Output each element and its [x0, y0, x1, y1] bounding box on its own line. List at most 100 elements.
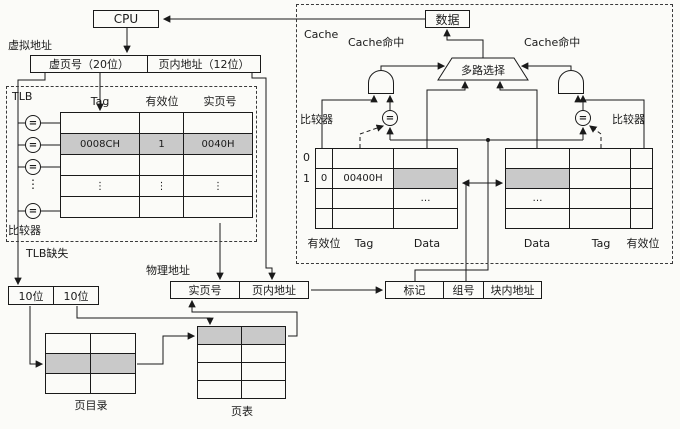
- cell: [60, 196, 140, 218]
- tlb-header-valid: 有效位: [145, 95, 179, 108]
- cell-selected: [241, 326, 286, 345]
- cell: [45, 373, 91, 394]
- cache-data-selected: [505, 168, 570, 189]
- cell: [332, 148, 394, 169]
- cell: [569, 168, 631, 189]
- tlb-miss-label: TLB缺失: [26, 247, 69, 260]
- tlb-comparator-ellipsis: ⋮: [27, 177, 39, 191]
- cell: [569, 208, 631, 229]
- cell: [505, 148, 570, 169]
- cell-ellipsis: …: [393, 188, 458, 209]
- cell-ellipsis: …: [505, 188, 570, 209]
- cache-hit-left-label: Cache命中: [348, 36, 405, 49]
- page-offset-field: 页内地址（12位）: [147, 55, 261, 73]
- mux-label: 多路选择: [461, 64, 505, 77]
- tlb-equal-comparator-2: =: [25, 137, 41, 153]
- tlb-entry-rpn: 0040H: [183, 133, 253, 155]
- cell: [197, 380, 242, 399]
- tlb-equal-comparator-4: =: [25, 203, 41, 219]
- cache-data-selected: [393, 168, 458, 189]
- vpn-field: 虚页号（20位）: [30, 55, 148, 73]
- cell: [332, 188, 394, 209]
- cell: [139, 112, 184, 134]
- cell-ellipsis: ⋮: [139, 175, 184, 197]
- cpu-box: CPU: [93, 10, 159, 28]
- tlb-label: TLB: [12, 90, 33, 103]
- tag-field: 标记: [385, 281, 444, 299]
- cache-tag-value: 00400H: [332, 168, 394, 189]
- page-directory-label: 页目录: [74, 399, 108, 412]
- tlb-entry-valid: 1: [139, 133, 184, 155]
- set-field: 组号: [443, 281, 484, 299]
- physical-address-box: 实页号 页内地址: [170, 281, 309, 299]
- rpn-field: 实页号: [170, 281, 240, 299]
- cache-equal-comparator-right: =: [575, 110, 591, 126]
- phys-offset-field: 页内地址: [239, 281, 309, 299]
- and-gate-left: [368, 70, 394, 94]
- tlb-entry-tag: 0008CH: [60, 133, 140, 155]
- cell: [183, 196, 253, 218]
- cell: [332, 208, 394, 229]
- cell: [630, 188, 653, 209]
- cell-selected: [45, 353, 91, 374]
- cell: [197, 362, 242, 381]
- tlb-equal-comparator-3: =: [25, 159, 41, 175]
- cell: [505, 208, 570, 229]
- cache-address-box: 标记 组号 块内地址: [385, 281, 542, 299]
- tlb-header-tag: Tag: [90, 95, 110, 108]
- page-directory-table: [45, 333, 136, 394]
- cell: [315, 188, 333, 209]
- and-gate-right: [558, 70, 584, 94]
- cache-left-col-valid-label: 有效位: [307, 237, 341, 250]
- mux-shape: [437, 57, 529, 81]
- cell-selected: [197, 326, 242, 345]
- cell: [60, 112, 140, 134]
- cache-equal-comparator-left: =: [382, 110, 398, 126]
- cache-comparator-right-label: 比较器: [612, 113, 645, 126]
- cache-hit-right-label: Cache命中: [524, 36, 581, 49]
- cache-right-col-tag-label: Tag: [591, 237, 611, 250]
- cell: [241, 362, 286, 381]
- cell: [183, 154, 253, 176]
- cell: [90, 333, 136, 354]
- cell: [630, 148, 653, 169]
- cell: [139, 154, 184, 176]
- bits-high-field: 10位: [8, 286, 54, 305]
- cache-right-col-valid-label: 有效位: [626, 237, 660, 250]
- page-table-label: 页表: [231, 405, 253, 418]
- cache-row-label-1: 1: [303, 172, 310, 185]
- cache-boundary-box: [296, 4, 673, 264]
- tlb-equal-comparator-1: =: [25, 115, 41, 131]
- cell-ellipsis: ⋮: [183, 175, 253, 197]
- cell: [630, 168, 653, 189]
- data-box: 数据: [425, 10, 470, 28]
- cell: [45, 333, 91, 354]
- physical-address-label: 物理地址: [146, 264, 190, 277]
- tlb-comparator-label: 比较器: [8, 224, 41, 237]
- virtual-address-label: 虚拟地址: [8, 39, 52, 52]
- cache-right-table: …: [505, 148, 653, 229]
- cache-left-col-tag-label: Tag: [354, 237, 374, 250]
- cell: [241, 344, 286, 363]
- cell: [90, 373, 136, 394]
- cache-row-label-0: 0: [303, 151, 310, 164]
- cell-selected: [90, 353, 136, 374]
- block-offset-field: 块内地址: [483, 281, 542, 299]
- cell: [393, 148, 458, 169]
- cache-valid-value: 0: [315, 168, 333, 189]
- cell: [630, 208, 653, 229]
- cell: [60, 154, 140, 176]
- vpn-split-box: 10位 10位: [8, 286, 99, 305]
- cache-label: Cache: [304, 28, 339, 41]
- cell: [569, 188, 631, 209]
- cache-comparator-left-label: 比较器: [300, 113, 333, 126]
- cell: [241, 380, 286, 399]
- cell: [197, 344, 242, 363]
- cell: [183, 112, 253, 134]
- tlb-header-rpn: 实页号: [203, 95, 237, 108]
- cell: [315, 208, 333, 229]
- cache-right-col-data-label: Data: [523, 237, 551, 250]
